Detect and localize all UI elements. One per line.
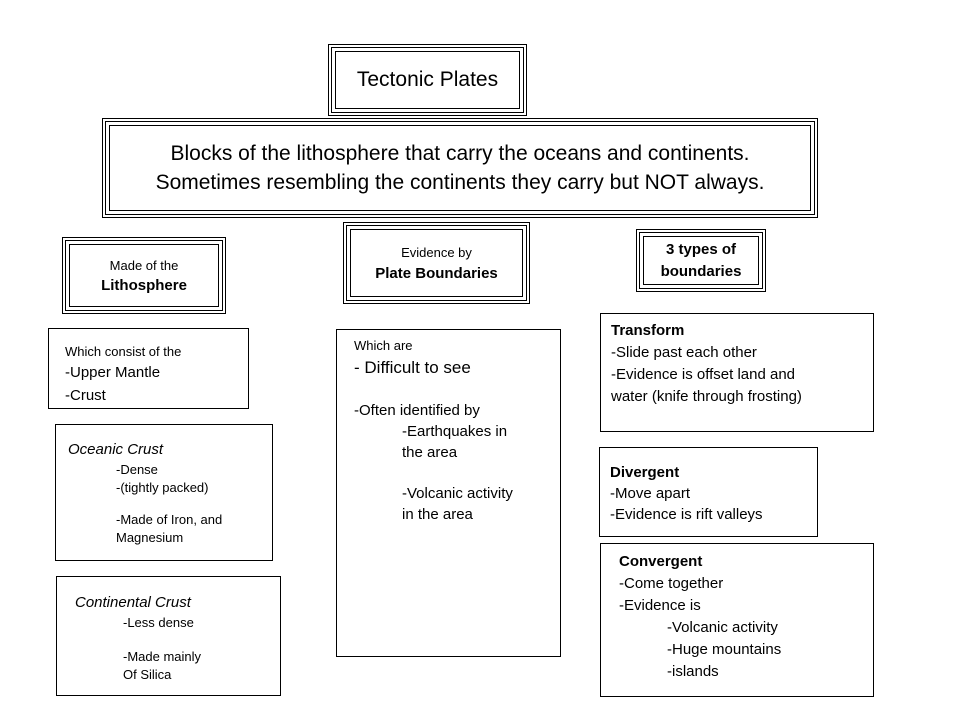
consist-intro: Which consist of the — [65, 344, 182, 359]
continental-item-of-silica: Of Silica — [123, 667, 172, 682]
oceanic-crust-box: Oceanic Crust -Dense -(tightly packed) -… — [55, 424, 273, 561]
title-text: Tectonic Plates — [356, 68, 499, 91]
which-are-box: Which are - Difficult to see -Often iden… — [336, 329, 561, 657]
evidence-box: Evidence by Plate Boundaries — [343, 222, 530, 304]
types-box: 3 types of boundaries — [636, 229, 766, 292]
title-box: Tectonic Plates — [328, 44, 527, 116]
which-are-item-identified: -Often identified by — [354, 402, 480, 419]
made-of-line-2: Lithosphere — [101, 276, 187, 294]
evidence-line-2: Plate Boundaries — [375, 265, 498, 282]
which-are-intro: Which are — [354, 338, 413, 353]
continental-heading: Continental Crust — [75, 594, 191, 611]
convergent-sub-mountains: -Huge mountains — [667, 641, 782, 658]
made-of-box: Made of the Lithosphere — [62, 237, 226, 314]
definition-box: Blocks of the lithosphere that carry the… — [102, 118, 818, 218]
transform-line-1: -Slide past each other — [611, 344, 757, 361]
transform-heading: Transform — [611, 322, 685, 339]
made-of-line-1: Made of the — [109, 257, 179, 273]
continental-crust-box: Continental Crust -Less dense -Made main… — [56, 576, 281, 696]
oceanic-item-made-of-b: Magnesium — [116, 530, 184, 545]
convergent-box: Convergent -Come together -Evidence is -… — [600, 543, 874, 697]
divergent-heading: Divergent — [610, 464, 680, 481]
convergent-heading: Convergent — [619, 553, 703, 570]
definition-line-2: Sometimes resembling the continents they… — [155, 171, 765, 194]
transform-line-3: water (knife through frosting) — [611, 388, 802, 405]
consist-item-crust: -Crust — [65, 387, 106, 404]
transform-line-2: -Evidence is offset land and — [611, 366, 796, 383]
consist-item-upper-mantle: -Upper Mantle — [65, 364, 161, 381]
divergent-line-2: -Evidence is rift valleys — [610, 506, 763, 523]
types-line-1: 3 types of — [665, 240, 737, 258]
which-are-sub-earthquakes-a: -Earthquakes in — [402, 423, 508, 440]
convergent-line-1: -Come together — [619, 575, 724, 592]
oceanic-item-dense: -Dense — [116, 462, 158, 477]
transform-box: Transform -Slide past each other -Eviden… — [600, 313, 874, 432]
convergent-line-2: -Evidence is — [619, 597, 701, 614]
continental-item-made-mainly: -Made mainly — [123, 649, 202, 664]
which-are-sub-volcanic-b: in the area — [402, 506, 473, 523]
definition-line-1: Blocks of the lithosphere that carry the… — [170, 142, 750, 165]
consist-box: Which consist of the -Upper Mantle -Crus… — [48, 328, 249, 409]
convergent-sub-volcanic: -Volcanic activity — [667, 619, 778, 636]
which-are-sub-earthquakes-b: the area — [402, 444, 458, 461]
oceanic-heading: Oceanic Crust — [68, 441, 164, 458]
convergent-sub-islands: -islands — [667, 663, 719, 680]
oceanic-item-tightly-packed: -(tightly packed) — [116, 480, 209, 495]
divergent-box: Divergent -Move apart -Evidence is rift … — [599, 447, 818, 537]
types-line-2: boundaries — [660, 262, 742, 280]
divergent-line-1: -Move apart — [610, 485, 691, 502]
evidence-line-1: Evidence by — [401, 245, 472, 260]
which-are-item-difficult: - Difficult to see — [354, 358, 471, 377]
oceanic-item-made-of-a: -Made of Iron, and — [116, 512, 223, 527]
continental-item-less-dense: -Less dense — [123, 615, 194, 630]
which-are-sub-volcanic-a: -Volcanic activity — [402, 485, 513, 502]
